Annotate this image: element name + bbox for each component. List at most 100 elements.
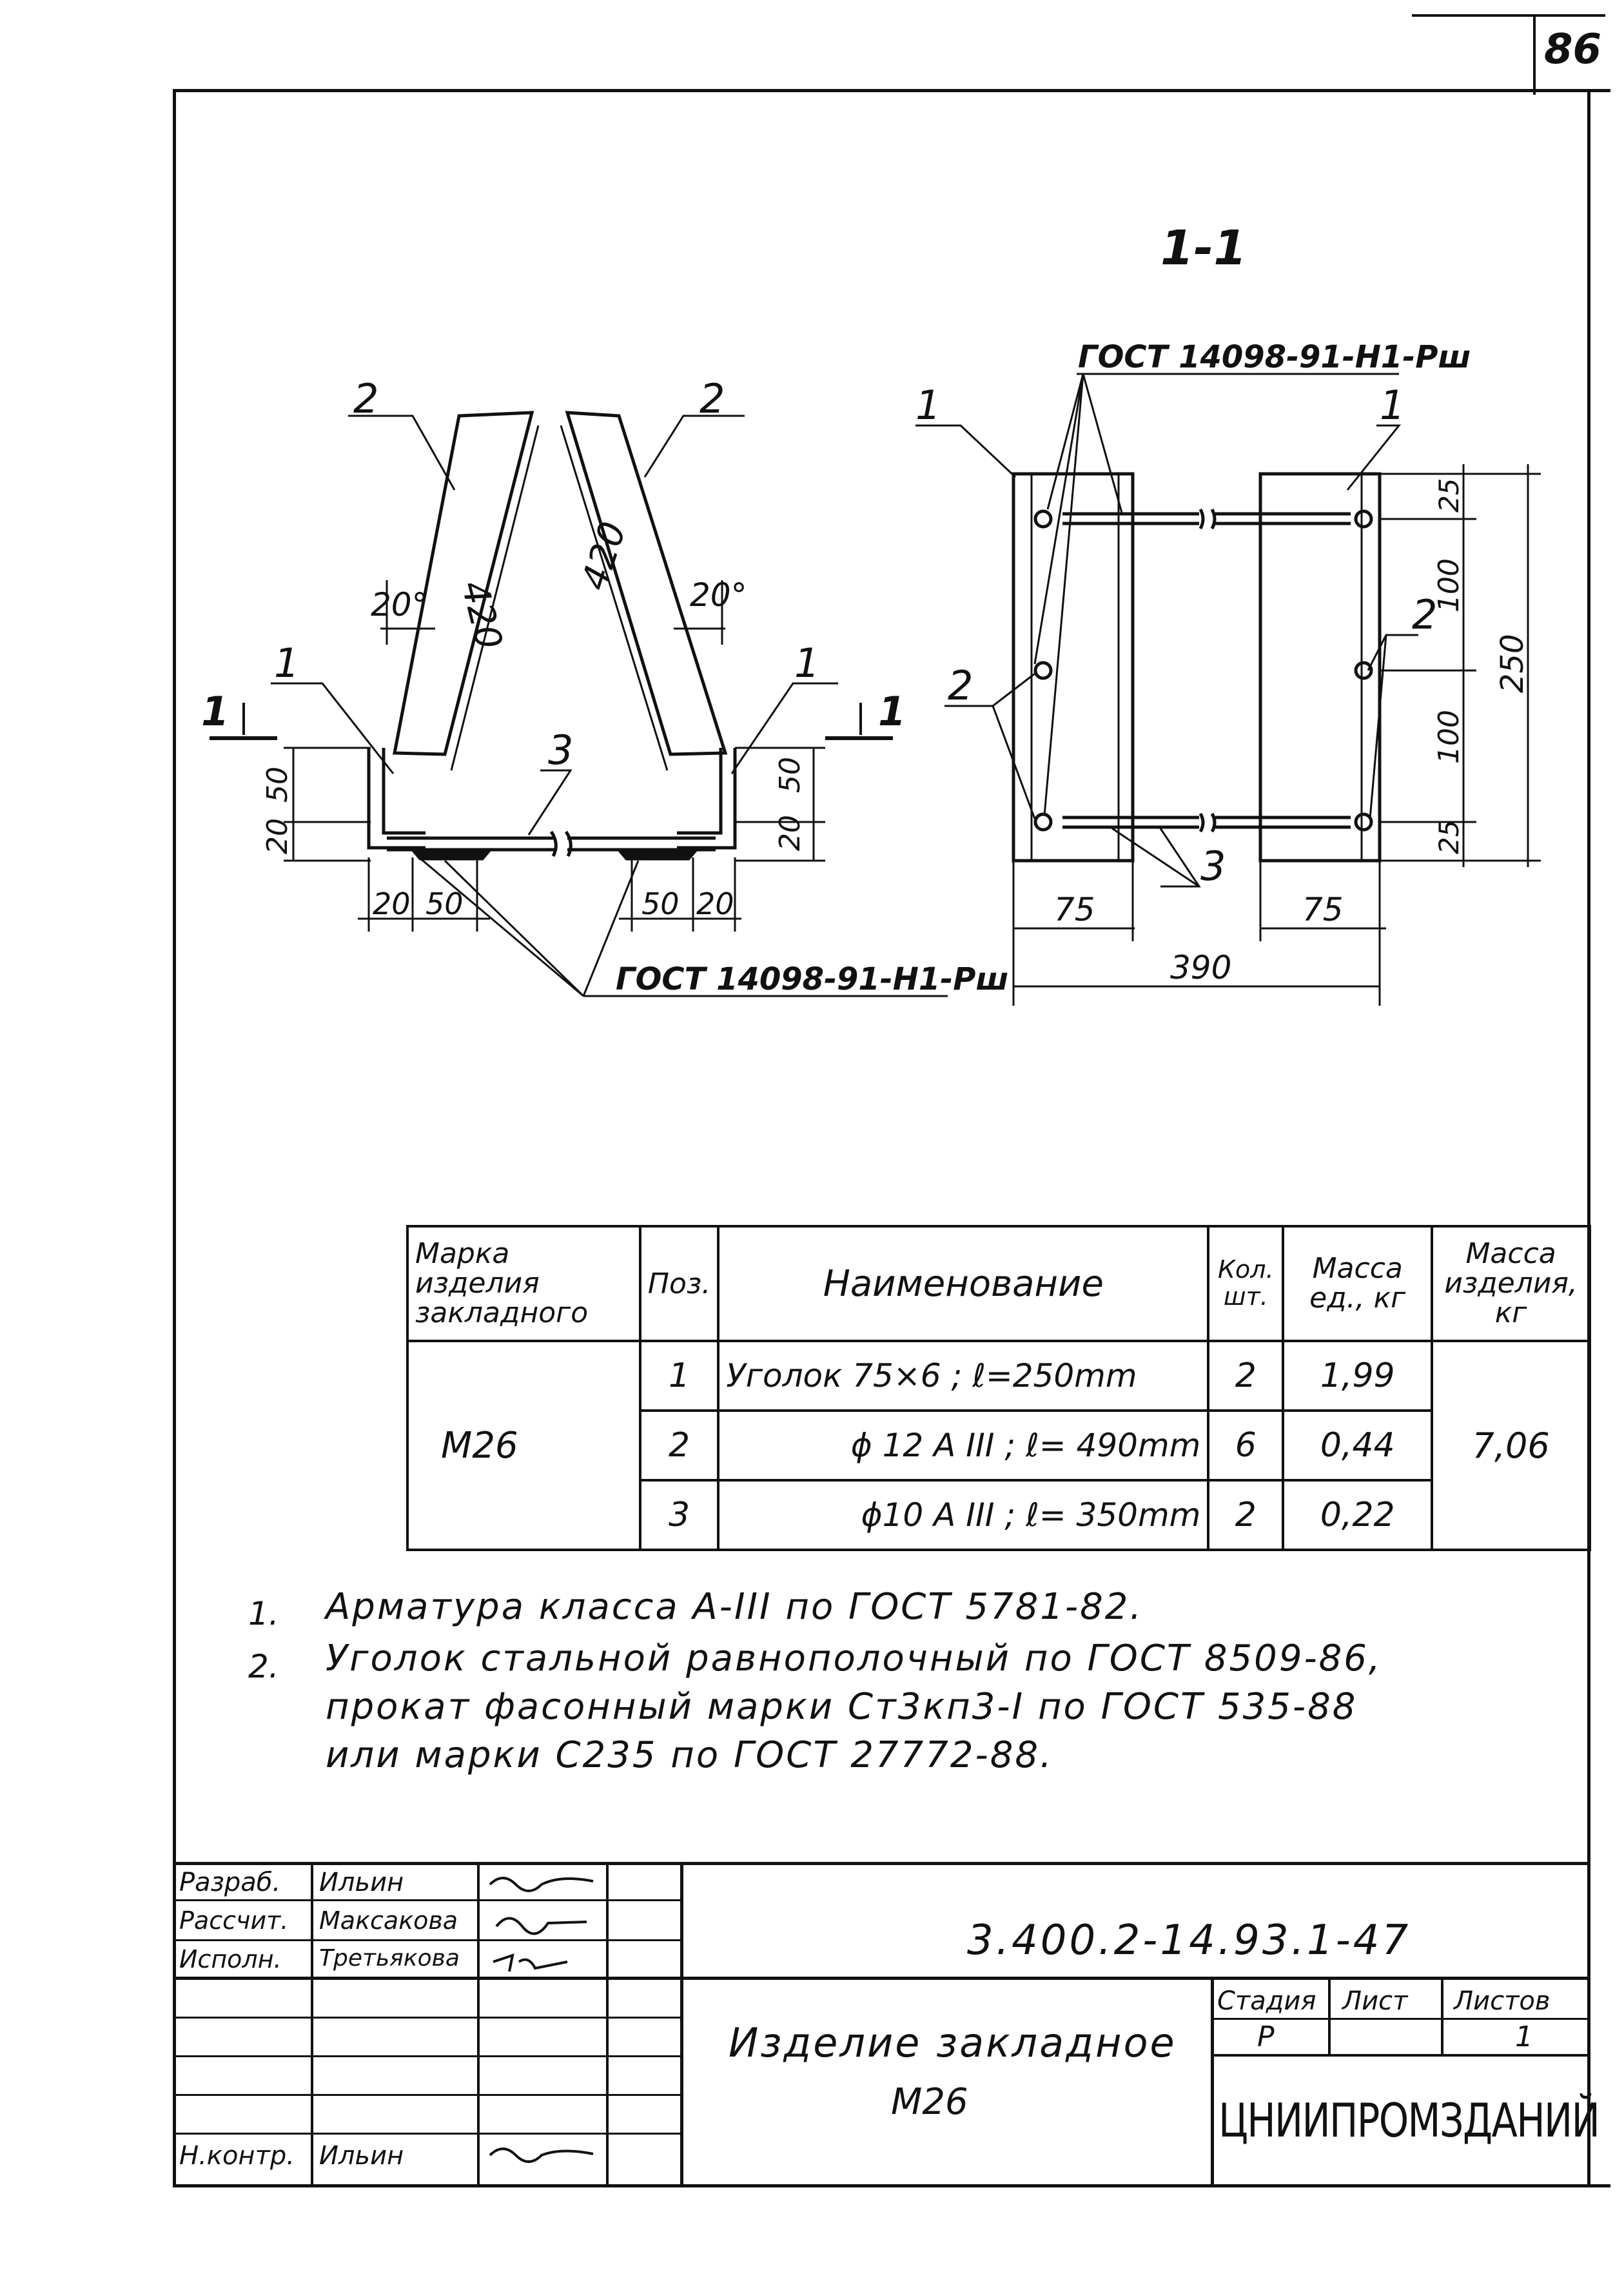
left-inclined-bar	[392, 411, 534, 756]
signature-7	[489, 2147, 594, 2163]
left-pos-2-right: 2	[699, 375, 725, 422]
row1-mass: 1,99	[1282, 1340, 1434, 1412]
stage-value: Р	[1257, 2020, 1275, 2053]
right-dim-20: 20	[774, 815, 807, 851]
row3-name: ϕ10 А III ; ℓ= 350mm	[717, 1479, 1210, 1551]
name-3: Третьякова	[319, 1945, 460, 1971]
dim-75-right: 75	[1302, 891, 1344, 928]
bottom-bar-plan	[1062, 816, 1351, 829]
right-dim-50: 50	[774, 757, 807, 793]
dim-250: 250	[1494, 634, 1531, 693]
sheet-header: Лист	[1342, 1986, 1408, 2016]
header-mark: Марка изделия закладного	[406, 1225, 641, 1342]
name-1: Ильин	[319, 1868, 404, 1897]
signatures	[489, 1877, 594, 2163]
left-pos-1-right: 1	[794, 640, 819, 687]
dim-100-a: 100	[1433, 558, 1465, 612]
right-angle	[677, 748, 737, 850]
row2-pos: 2	[638, 1409, 720, 1482]
right-pos-2-right: 2	[1412, 591, 1437, 638]
bottom-dim-50-left: 50	[426, 886, 464, 921]
note-2-line-3: или марки С235 по ГОСТ 27772-88.	[326, 1734, 1053, 1776]
left-dim-20: 20	[261, 818, 294, 854]
title-block: Разраб. Ильин Рассчит. Максакова Исполн.…	[174, 1862, 1600, 2186]
signature-3	[493, 1953, 568, 1972]
left-dim-50: 50	[261, 767, 294, 803]
top-bar	[1062, 512, 1351, 525]
row1-pos: 1	[638, 1340, 720, 1412]
dim-75-left: 75	[1054, 891, 1095, 928]
left-pos-1-left: 1	[274, 640, 299, 687]
signature-1	[489, 1877, 594, 1892]
right-len-420: 420	[574, 517, 635, 596]
page-number-box-line	[1533, 14, 1536, 95]
left-pos-3: 3	[548, 727, 573, 774]
title-line-2: М26	[891, 2081, 968, 2123]
left-view-drawing: 2 2 1 1 3 20° 20° 420 420 50 20 50 20 20…	[201, 375, 1008, 997]
page-number: 86	[1544, 26, 1602, 73]
row2-mass: 0,44	[1282, 1409, 1434, 1482]
right-pos-2-left: 2	[948, 662, 973, 709]
right-angle-label: 20°	[690, 576, 747, 614]
bottom-dim-50-right: 50	[641, 886, 680, 921]
mark-cell: М26	[406, 1340, 641, 1551]
name-2: Максакова	[319, 1906, 458, 1935]
title-line-1: Изделие закладное	[729, 2019, 1177, 2066]
left-len-420: 420	[453, 576, 510, 653]
header-pos: Поз.	[638, 1225, 720, 1342]
row2-qty: 6	[1207, 1409, 1285, 1482]
section-label: 1-1	[1160, 220, 1247, 276]
note-1-line-1: Арматура класса А-III по ГОСТ 5781-82.	[326, 1586, 1144, 1628]
right-pos-1-right: 1	[1380, 382, 1405, 429]
stage-header: Стадия	[1217, 1986, 1316, 2016]
row3-pos: 3	[638, 1479, 720, 1551]
right-pos-1-left: 1	[915, 382, 941, 429]
right-inclined-bar	[565, 411, 728, 756]
left-gost-label: ГОСТ 14098-91-Н1-Рш	[616, 961, 1008, 997]
note-2-num: 2.	[248, 1648, 279, 1685]
spec-table: Марка изделия закладного Поз. Наименован…	[406, 1225, 1591, 1551]
dim-25-top: 25	[1433, 478, 1465, 513]
frame-bottom	[173, 2184, 1610, 2187]
right-pos-3: 3	[1200, 843, 1226, 890]
signature-2	[495, 1917, 587, 1935]
dim-100-b: 100	[1433, 710, 1465, 764]
left-angle-label: 20°	[371, 586, 428, 623]
role-1: Разраб.	[179, 1868, 281, 1897]
left-pos-2-left: 2	[353, 375, 378, 422]
left-angle-plan	[1012, 472, 1135, 863]
role-3: Исполн.	[179, 1945, 282, 1973]
note-2-line-2: прокат фасонный марки Ст3кп3-I по ГОСТ 5…	[326, 1686, 1358, 1728]
note-2-line-1: Уголок стальной равнополочный по ГОСТ 85…	[326, 1638, 1382, 1679]
left-angle	[367, 748, 426, 850]
sheets-value: 1	[1515, 2020, 1533, 2053]
header-mass-item: Масса изделия, кг	[1431, 1225, 1591, 1342]
section-mark-right: 1	[878, 688, 906, 735]
frame-top	[173, 89, 1610, 92]
page-number-top-line	[1412, 14, 1605, 17]
bottom-bar	[387, 836, 716, 852]
section-mark-left: 1	[201, 688, 229, 735]
row1-qty: 2	[1207, 1340, 1285, 1412]
header-qty: Кол. шт.	[1207, 1225, 1285, 1342]
row3-mass: 0,22	[1282, 1479, 1434, 1551]
right-angle-plan	[1258, 472, 1382, 863]
row2-name: ϕ 12 А III ; ℓ= 490mm	[717, 1409, 1210, 1482]
right-gost-label: ГОСТ 14098-91-Н1-Рш	[1078, 339, 1471, 375]
bottom-dim-20-left: 20	[373, 886, 411, 921]
header-mass-unit: Масса ед., кг	[1282, 1225, 1434, 1342]
name-7: Ильин	[319, 2141, 404, 2171]
dim-25-bottom: 25	[1433, 820, 1465, 854]
bottom-dim-20-right: 20	[696, 886, 734, 921]
sheets-header: Листов	[1454, 1986, 1551, 2016]
organization: ЦНИИПРОМЗДАНИЙ	[1218, 2093, 1600, 2147]
role-2: Рассчит.	[179, 1906, 289, 1935]
role-7: Н.контр.	[179, 2141, 295, 2171]
frame-right	[1587, 89, 1590, 2187]
frame-left	[173, 89, 176, 2187]
row1-name: Уголок 75×6 ; ℓ=250mm	[717, 1340, 1210, 1412]
header-name: Наименование	[717, 1225, 1210, 1342]
row3-qty: 2	[1207, 1479, 1285, 1551]
dim-390: 390	[1170, 949, 1231, 986]
note-1-num: 1.	[248, 1595, 279, 1632]
